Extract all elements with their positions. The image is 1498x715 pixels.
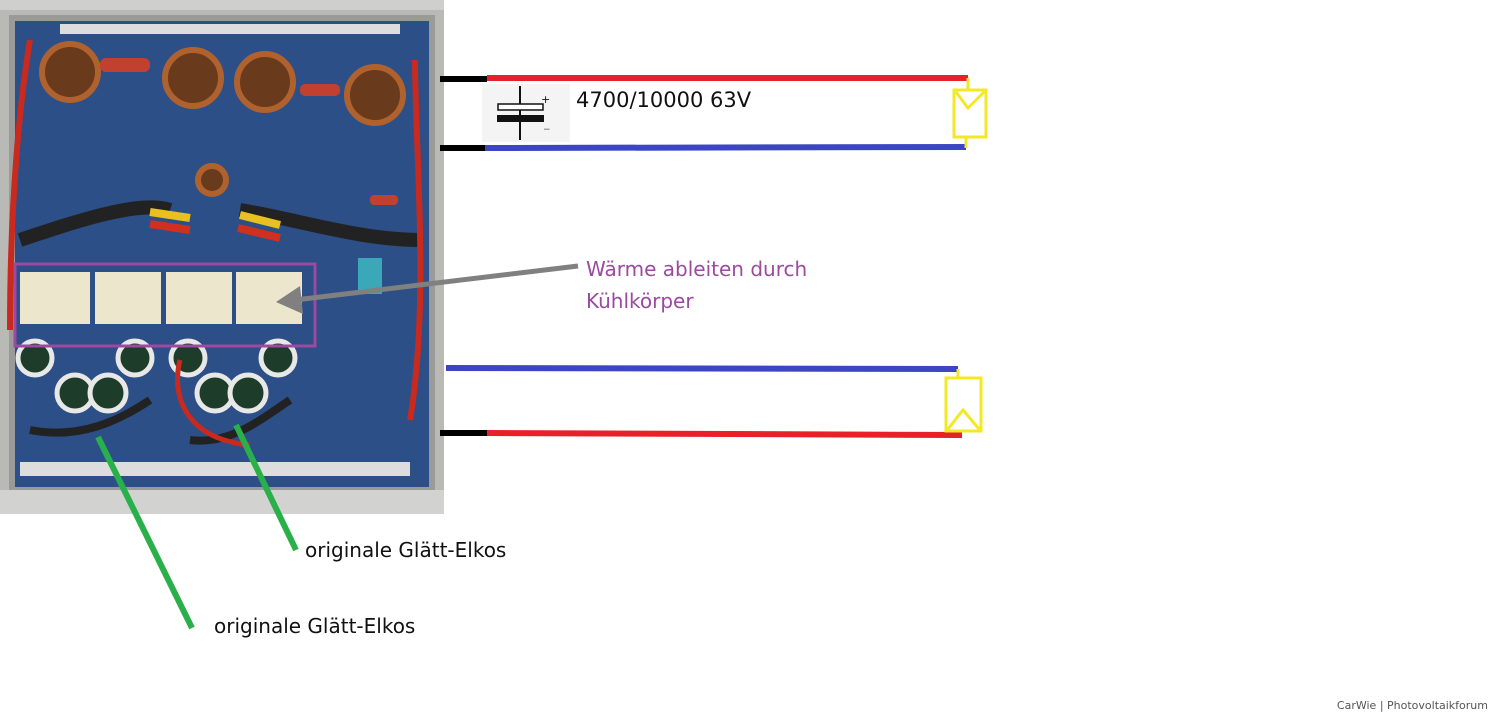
solar-panel-icon [952, 78, 988, 148]
pointer-line-left [95, 435, 195, 630]
svg-text:+: + [541, 93, 550, 106]
solar-panel-icon [944, 369, 983, 433]
top-circuit: + − [440, 75, 988, 151]
elko-label-right: originale Glätt-Elkos [305, 538, 507, 562]
svg-text:−: − [543, 125, 551, 135]
watermark: CarWie | Photovoltaikforum [1336, 699, 1488, 712]
inverter-board-photo [0, 0, 444, 514]
capacitor-symbol-icon: + − [482, 84, 570, 142]
arrow-head-icon [276, 286, 303, 314]
heat-annotation-line1: Wärme ableiten durch [586, 257, 808, 281]
heat-annotation-line2: Kühlkörper [586, 289, 694, 313]
mosfet-highlight-box [13, 262, 317, 348]
bottom-circuit [440, 365, 983, 438]
heat-annotation: Wärme ableiten durch Kühlkörper [586, 253, 807, 317]
heat-arrow [294, 263, 579, 303]
pointer-line-right [233, 423, 299, 552]
elko-label-left: originale Glätt-Elkos [214, 614, 416, 638]
capacitor-label: 4700/10000 63V [576, 88, 752, 112]
